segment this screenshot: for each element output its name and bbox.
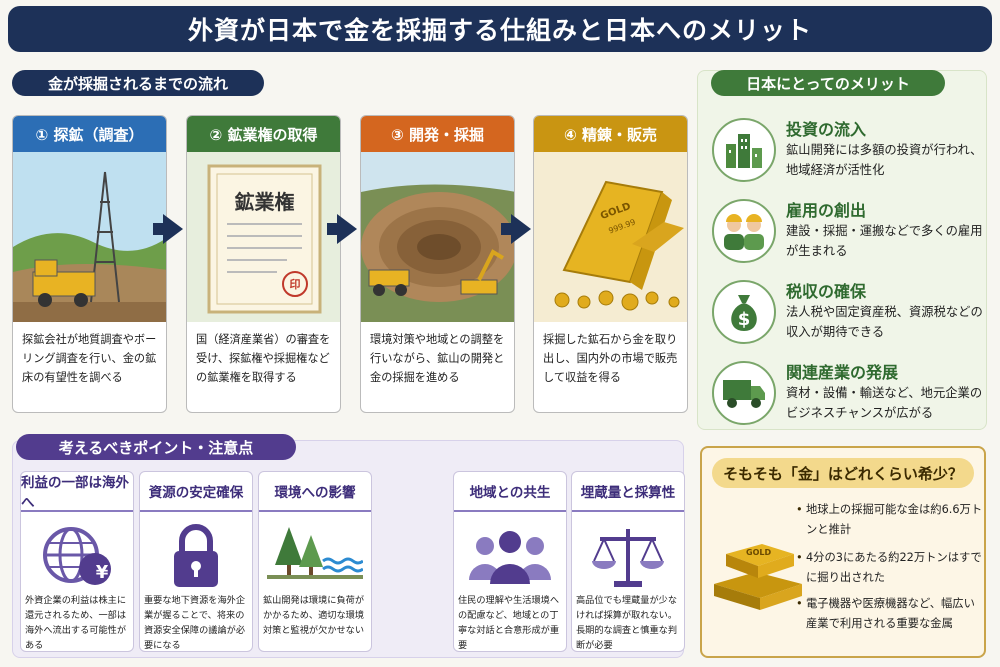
point-text: 高品位でも埋蔵量が少なければ採算が取れない。長期的な調査と慎重な判断が必要 — [576, 595, 678, 651]
point-text: 外資企業の利益は株主に還元されるため、一部は海外へ流出する可能性がある — [25, 595, 127, 651]
merit-item-investment: 投資の流入 鉱山開発には多額の投資が行われ、地域経済が活性化 — [712, 112, 982, 188]
rarity-fact: 4分の3にあたる約22万トンはすでに掘り出された — [796, 548, 984, 588]
flow-arrow-icon — [153, 214, 183, 244]
merit-title: 関連産業の発展 — [786, 363, 899, 382]
open-pit-mine-illustration — [361, 152, 514, 322]
merit-item-industry: 関連産業の発展 資材・設備・輸送など、地元企業のビジネスチャンスが広がる — [712, 355, 982, 431]
point-text: 鉱山開発は環境に負荷がかかるため、適切な環境対策と監視が欠かせない — [263, 595, 365, 636]
points-section-label: 考えるべきポイント・注意点 — [16, 434, 296, 460]
merit-item-tax: $ 税収の確保 法人税や固定資産税、資源税などの収入が期待できる — [712, 274, 983, 350]
step-description: 国（経済産業省）の審査を受け、探鉱権や採掘権などの鉱業権を取得する — [196, 333, 331, 384]
gold-bar-label: GOLD — [746, 548, 772, 557]
rarity-panel: そもそも「金」はどれくらい希少？ GOLD 地球上の採掘可能な金は約6.6万トン… — [700, 446, 986, 658]
step-header: ③ 開発・採掘 — [361, 116, 514, 152]
scale-icon — [572, 518, 684, 593]
step-card-development: ③ 開発・採掘 環境対策や地域との調整を行いながら、鉱山の開発と金の採掘を進める — [360, 115, 515, 413]
flow-arrow-icon — [501, 214, 531, 244]
seal-stamp: 印 — [289, 278, 301, 291]
buildings-icon — [712, 118, 776, 182]
merit-text: 資材・設備・輸送など、地元企業のビジネスチャンスが広がる — [786, 386, 983, 420]
point-card-environment: 環境への影響 鉱山開発は環境に負荷がかかるため、適切な環境対策と監視が欠かせない — [258, 471, 372, 652]
document-title: 鉱業権 — [234, 190, 295, 214]
point-text: 重要な地下資源を海外企業が握ることで、将来の資源安全保障の議論が必要になる — [144, 595, 246, 651]
step-header: ① 探鉱（調査） — [13, 116, 166, 152]
merit-text: 鉱山開発には多額の投資が行われ、地域経済が活性化 — [786, 143, 983, 177]
rarity-fact: 電子機器や医療機器など、幅広い産業で利用される重要な金属 — [796, 594, 984, 634]
mining-rights-document-illustration: 鉱業権 印 — [187, 152, 340, 322]
point-card-community: 地域との共生 住民の理解や生活環境への配慮など、地域との丁寧な対話と合意形成が重… — [453, 471, 567, 652]
point-title: 地域との共生 — [454, 472, 566, 512]
merit-item-employment: 雇用の創出 建設・採掘・運搬などで多くの雇用が生まれる — [712, 193, 983, 269]
rarity-fact: 地球上の採掘可能な金は約6.6万トンと推計 — [796, 500, 984, 540]
rarity-title: そもそも「金」はどれくらい希少？ — [712, 458, 974, 488]
merit-title: 税収の確保 — [786, 282, 867, 301]
point-title: 資源の安定確保 — [140, 472, 252, 512]
point-card-reserves: 埋蔵量と採算性 高品位でも埋蔵量が少なければ採算が取れない。長期的な調査と慎重な… — [571, 471, 685, 652]
point-title: 利益の一部は海外へ — [21, 472, 133, 512]
merit-text: 法人税や固定資産税、資源税などの収入が期待できる — [786, 305, 983, 339]
point-card-resource-security: 資源の安定確保 重要な地下資源を海外企業が握ることで、将来の資源安全保障の議論が… — [139, 471, 253, 652]
step-description: 探鉱会社が地質調査やボーリング調査を行い、金の鉱床の有望性を調べる — [22, 333, 157, 384]
point-title: 環境への影響 — [259, 472, 371, 512]
merit-title: 投資の流入 — [786, 120, 867, 139]
flow-section-label: 金が採掘されるまでの流れ — [12, 70, 264, 96]
point-title: 埋蔵量と採算性 — [572, 472, 684, 512]
people-icon — [454, 518, 566, 593]
drilling-rig-illustration — [13, 152, 166, 322]
gold-bars-stack-icon: GOLD — [710, 514, 806, 614]
step-card-mining-rights: ② 鉱業権の取得 鉱業権 印 国（経済産業省）の審査を受け、探鉱権や採掘権などの… — [186, 115, 341, 413]
step-card-refining: ④ 精錬・販売 GOLD 999.99 採掘した鉱石から金を取り出し、国内外の市… — [533, 115, 688, 413]
page-title: 外資が日本で金を採掘する仕組みと日本へのメリット — [8, 6, 992, 52]
yen-symbol: ¥ — [95, 562, 109, 583]
trees-water-icon — [259, 518, 371, 593]
step-description: 環境対策や地域との調整を行いながら、鉱山の開発と金の採掘を進める — [370, 333, 505, 384]
flow-arrow-icon — [327, 214, 357, 244]
workers-icon — [712, 199, 776, 263]
step-description: 採掘した鉱石から金を取り出し、国内外の市場で販売して収益を得る — [543, 333, 678, 384]
truck-icon — [712, 361, 776, 425]
gold-bars-illustration: GOLD 999.99 — [534, 152, 687, 322]
money-bag-icon: $ — [712, 280, 776, 344]
svg-text:$: $ — [738, 309, 751, 330]
step-header: ② 鉱業権の取得 — [187, 116, 340, 152]
point-text: 住民の理解や生活環境への配慮など、地域との丁寧な対話と合意形成が重要 — [458, 595, 560, 651]
globe-yen-icon: ¥ — [21, 518, 133, 593]
merit-section-label: 日本にとってのメリット — [711, 70, 945, 96]
merit-text: 建設・採掘・運搬などで多くの雇用が生まれる — [786, 224, 983, 258]
padlock-icon — [140, 518, 252, 593]
step-card-exploration: ① 探鉱（調査） 探鉱会社が地質調査やボーリング調査を行い、金の鉱床の有望性を調… — [12, 115, 167, 413]
point-card-profit: 利益の一部は海外へ ¥ 外資企業の利益は株主に還元されるため、一部は海外へ流出す… — [20, 471, 134, 652]
merit-title: 雇用の創出 — [786, 201, 867, 220]
step-header: ④ 精錬・販売 — [534, 116, 687, 152]
